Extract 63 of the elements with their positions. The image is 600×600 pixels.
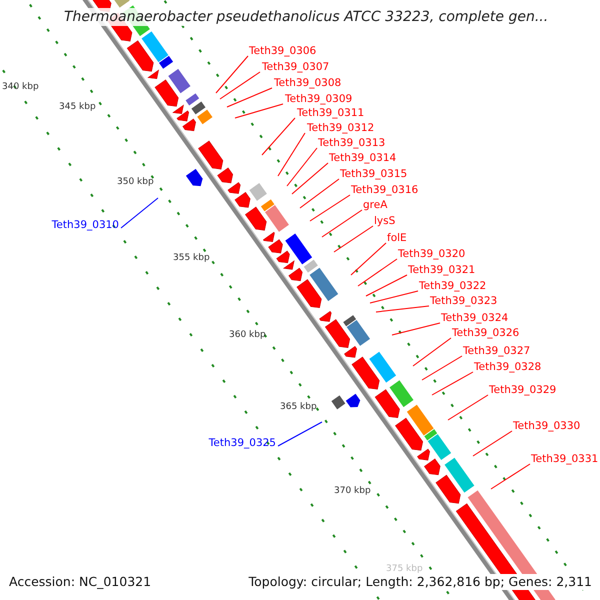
- gene-label: Teth39_0312: [307, 122, 374, 135]
- gene-label: Teth39_0320: [398, 248, 466, 261]
- gene-label: Teth39_0327: [463, 345, 530, 358]
- gene-label: Teth39_0329: [489, 384, 556, 397]
- leader-line: [358, 258, 398, 286]
- leader-line: [350, 242, 386, 276]
- gene-label: Teth39_0308: [274, 77, 342, 90]
- gene-label: Teth39_0310: [52, 219, 119, 232]
- leader-line: [278, 422, 322, 446]
- leader-line: [366, 274, 408, 296]
- tick-label: 360 kbp: [229, 330, 266, 341]
- gene-label: Teth39_0326: [452, 327, 520, 340]
- leader-line: [292, 162, 328, 194]
- leader-line: [120, 198, 158, 228]
- leader-line: [278, 132, 306, 176]
- gene-label: Teth39_0321: [408, 264, 476, 277]
- tick-label: 375 kbp: [386, 564, 423, 575]
- gene-label: Teth39_0315: [340, 168, 408, 181]
- leader-line: [412, 338, 452, 366]
- gene-label: Teth39_0316: [351, 184, 418, 197]
- leader-line: [432, 372, 474, 396]
- gene-label: Teth39_0306: [249, 45, 316, 58]
- leader-line: [286, 148, 318, 186]
- accession-text: Accession: NC_010321: [9, 574, 152, 590]
- leader-line: [448, 394, 488, 420]
- topology-text: Topology: circular; Length: 2,362,816 bp; Genes: 2,311: [248, 574, 592, 590]
- map-title: Thermoanaerobacter pseudethanolicus ATCC 33223, complete gen...: [64, 8, 548, 26]
- gene-label: Teth39_0325: [208, 437, 276, 450]
- leader-line: [226, 88, 272, 108]
- gene-label: Teth39_0307: [262, 61, 330, 74]
- leader-line: [234, 104, 284, 118]
- gene-label: Teth39_0311: [297, 107, 364, 120]
- tick-label: 365 kbp: [280, 402, 317, 413]
- tick-label: 350 kbp: [117, 177, 154, 188]
- gene-label: Teth39_0324: [441, 312, 508, 325]
- gene-label: Teth39_0314: [329, 152, 396, 165]
- tick-label: 345 kbp: [59, 102, 96, 113]
- leader-line: [490, 464, 530, 490]
- tick-label: 370 kbp: [334, 486, 371, 497]
- leader-line: [370, 290, 418, 304]
- gene-label: Teth39_0313: [318, 137, 386, 150]
- leader-line: [216, 56, 248, 94]
- gene-label: Teth39_0323: [430, 295, 498, 308]
- gene-label: lysS: [374, 215, 396, 228]
- gene-label: Teth39_0331: [531, 453, 598, 466]
- leader-line: [422, 356, 462, 380]
- gene-label: Teth39_0330: [513, 420, 580, 433]
- leader-line: [472, 430, 512, 456]
- leader-line: [322, 210, 362, 238]
- leader-line: [300, 178, 340, 208]
- gene-label: greA: [363, 199, 388, 212]
- leader-line: [310, 194, 350, 222]
- gene-label: Teth39_0309: [285, 93, 352, 106]
- gene-label: Teth39_0322: [419, 280, 486, 293]
- leader-line: [220, 72, 260, 100]
- gene-label: folE: [387, 232, 407, 245]
- tick-label: 340 kbp: [2, 82, 39, 93]
- leader-line: [376, 306, 430, 312]
- leader-line: [334, 226, 374, 252]
- leader-line: [392, 322, 440, 336]
- tick-label: 355 kbp: [173, 253, 210, 264]
- leader-line: [262, 118, 296, 156]
- gene-label: Teth39_0328: [474, 361, 542, 374]
